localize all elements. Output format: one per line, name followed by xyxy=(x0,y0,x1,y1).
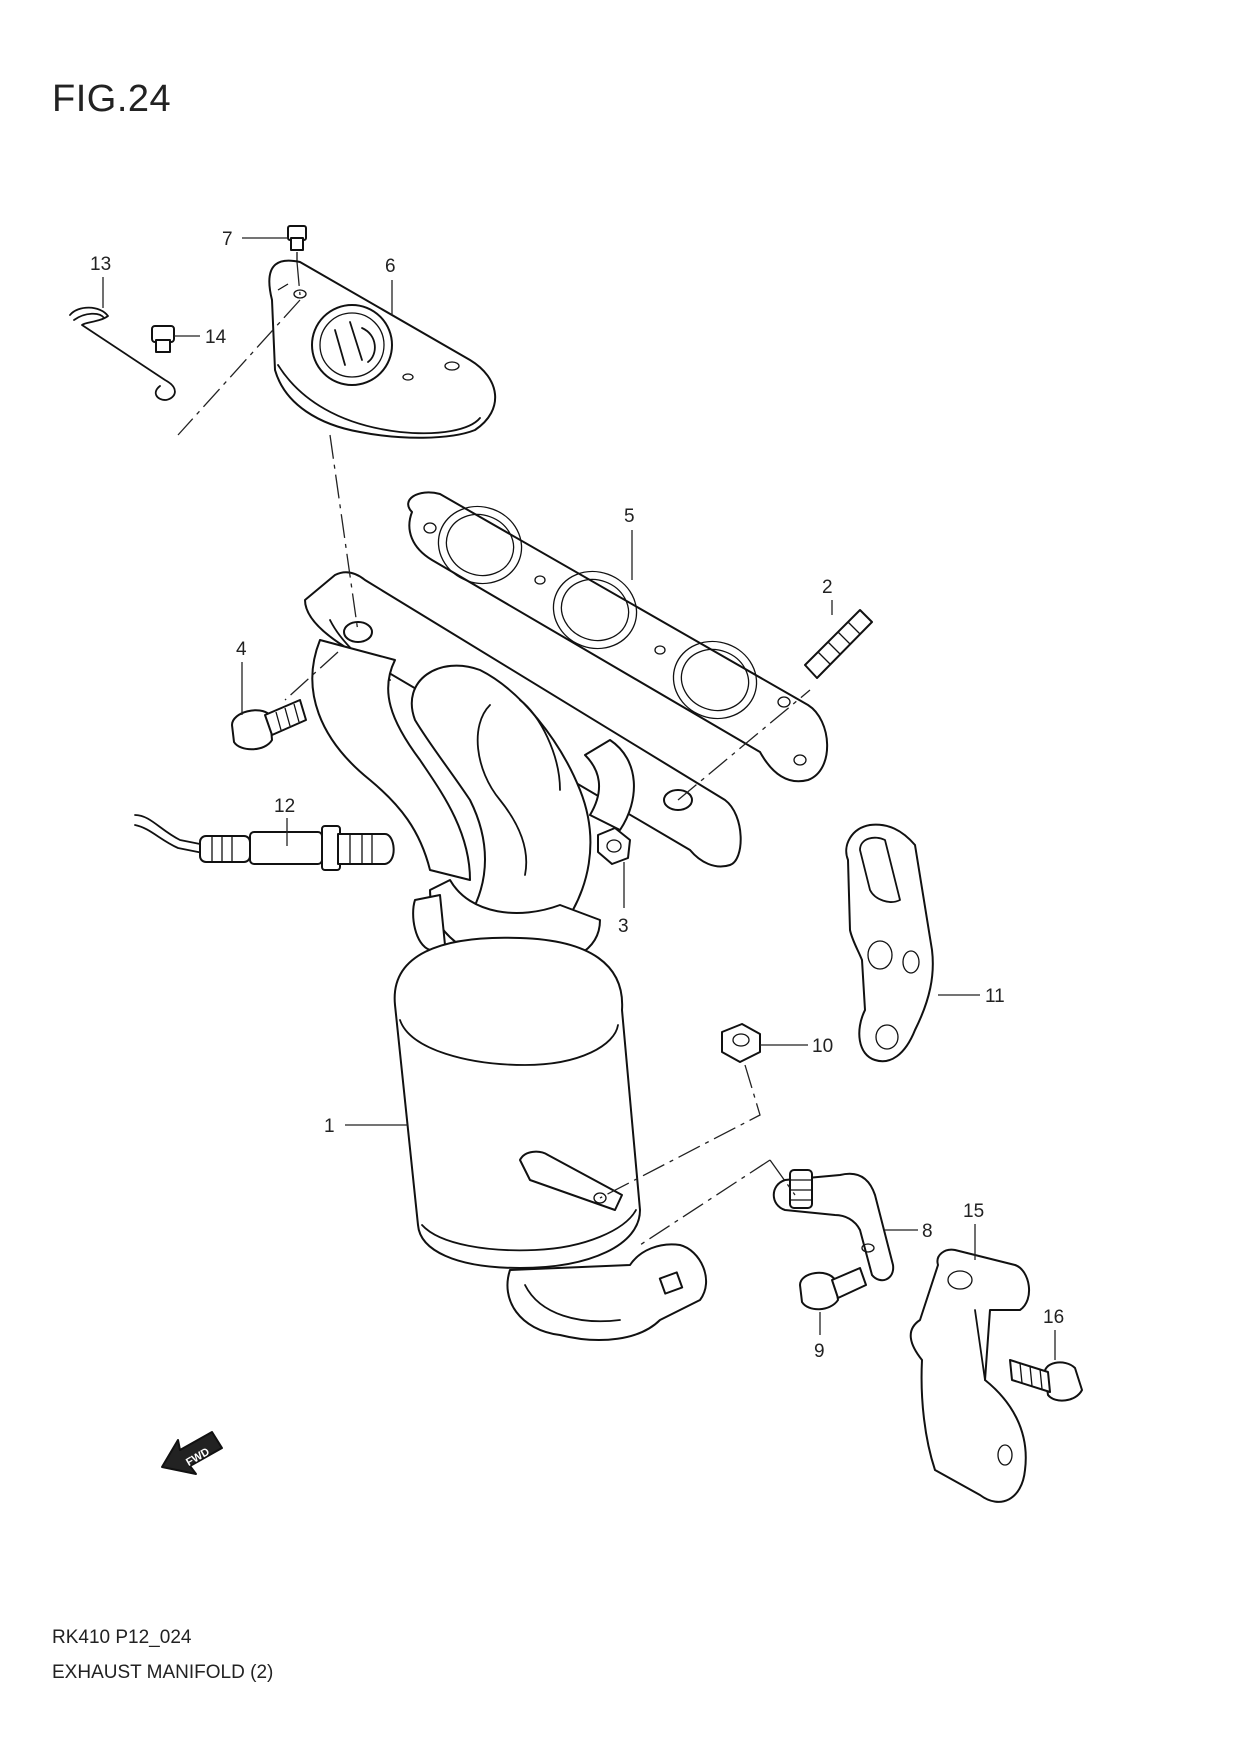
nut-part-10 xyxy=(721,1023,761,1063)
gasket-part-5 xyxy=(407,491,829,783)
callout-7: 7 xyxy=(222,229,233,250)
callout-6: 6 xyxy=(385,256,396,277)
nut-part-3 xyxy=(597,827,631,865)
assembly-center-lines xyxy=(177,261,811,1246)
figure-title: FIG.24 xyxy=(52,78,172,120)
leader-lines xyxy=(102,237,1056,1360)
callout-2: 2 xyxy=(822,577,833,598)
bracket-part-15 xyxy=(909,1248,1031,1503)
diagram-name: EXHAUST MANIFOLD (2) xyxy=(52,1662,274,1683)
callout-12: 12 xyxy=(274,796,295,817)
part-callouts: 1 2 3 4 5 6 7 8 9 10 11 12 13 14 15 16 xyxy=(90,229,1064,1362)
callout-16: 16 xyxy=(1043,1307,1064,1328)
callout-13: 13 xyxy=(90,254,111,275)
bolt-part-7 xyxy=(287,225,307,262)
callout-3: 3 xyxy=(618,916,629,937)
callout-15: 15 xyxy=(963,1201,984,1222)
oxygen-sensor-part-12 xyxy=(134,814,395,871)
callout-14: 14 xyxy=(205,327,227,348)
clip-part-13 xyxy=(69,306,176,401)
callout-1: 1 xyxy=(324,1116,335,1137)
callout-11: 11 xyxy=(985,986,1005,1007)
callout-9: 9 xyxy=(814,1341,825,1362)
bolt-part-9 xyxy=(799,1267,867,1311)
forward-direction-arrow: FWD xyxy=(161,1431,223,1475)
heat-shield-part-6 xyxy=(268,259,497,439)
bracket-part-11 xyxy=(845,823,934,1063)
exhaust-manifold-part-1 xyxy=(304,571,742,1341)
diagram-code: RK410 P12_024 xyxy=(52,1627,192,1648)
callout-10: 10 xyxy=(812,1036,833,1057)
bolt-part-16 xyxy=(1009,1359,1083,1402)
stud-part-2 xyxy=(804,609,873,679)
callout-5: 5 xyxy=(624,506,635,527)
bolt-part-4 xyxy=(231,699,307,751)
stud-bracket-part-8 xyxy=(772,1169,895,1282)
callout-4: 4 xyxy=(236,639,247,660)
callout-8: 8 xyxy=(922,1221,933,1242)
bolt-part-14 xyxy=(151,325,175,353)
